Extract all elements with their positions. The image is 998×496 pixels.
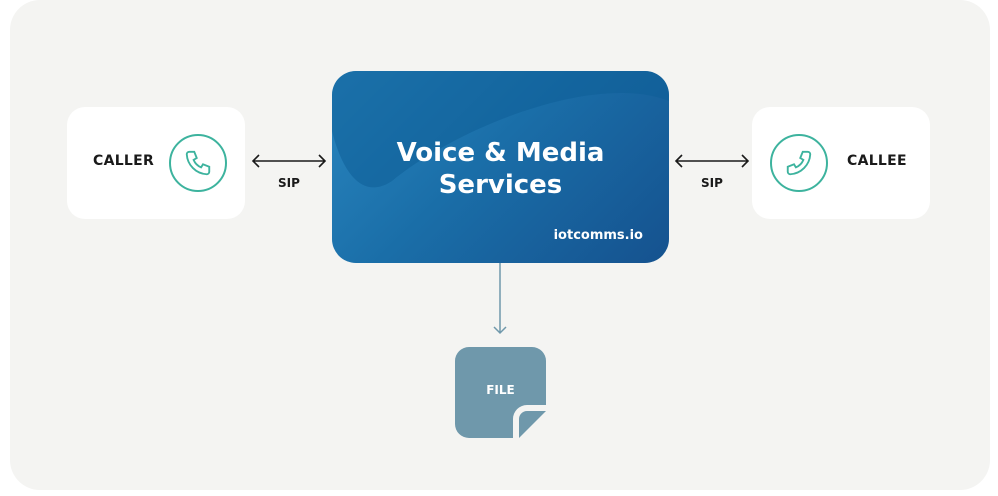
service-title-line1: Voice & Media	[396, 138, 605, 168]
file-node: FILE	[455, 347, 546, 438]
sip-label-right: SIP	[701, 176, 723, 190]
brand-label: iotcomms.io	[553, 228, 643, 243]
file-icon	[455, 347, 546, 438]
caller-node: CALLER	[67, 107, 245, 219]
bidirectional-arrow-icon	[251, 154, 327, 168]
phone-icon	[770, 134, 828, 192]
service-title-line2: Services	[438, 170, 563, 200]
sip-label-left: SIP	[278, 176, 300, 190]
file-label: FILE	[486, 383, 515, 397]
down-arrow-icon	[493, 263, 507, 335]
bidirectional-arrow-icon	[674, 154, 750, 168]
caller-label: CALLER	[93, 153, 155, 169]
callee-label: CALLEE	[847, 153, 907, 169]
background-swoosh	[332, 71, 669, 188]
phone-icon	[169, 134, 227, 192]
callee-node: CALLEE	[752, 107, 930, 219]
